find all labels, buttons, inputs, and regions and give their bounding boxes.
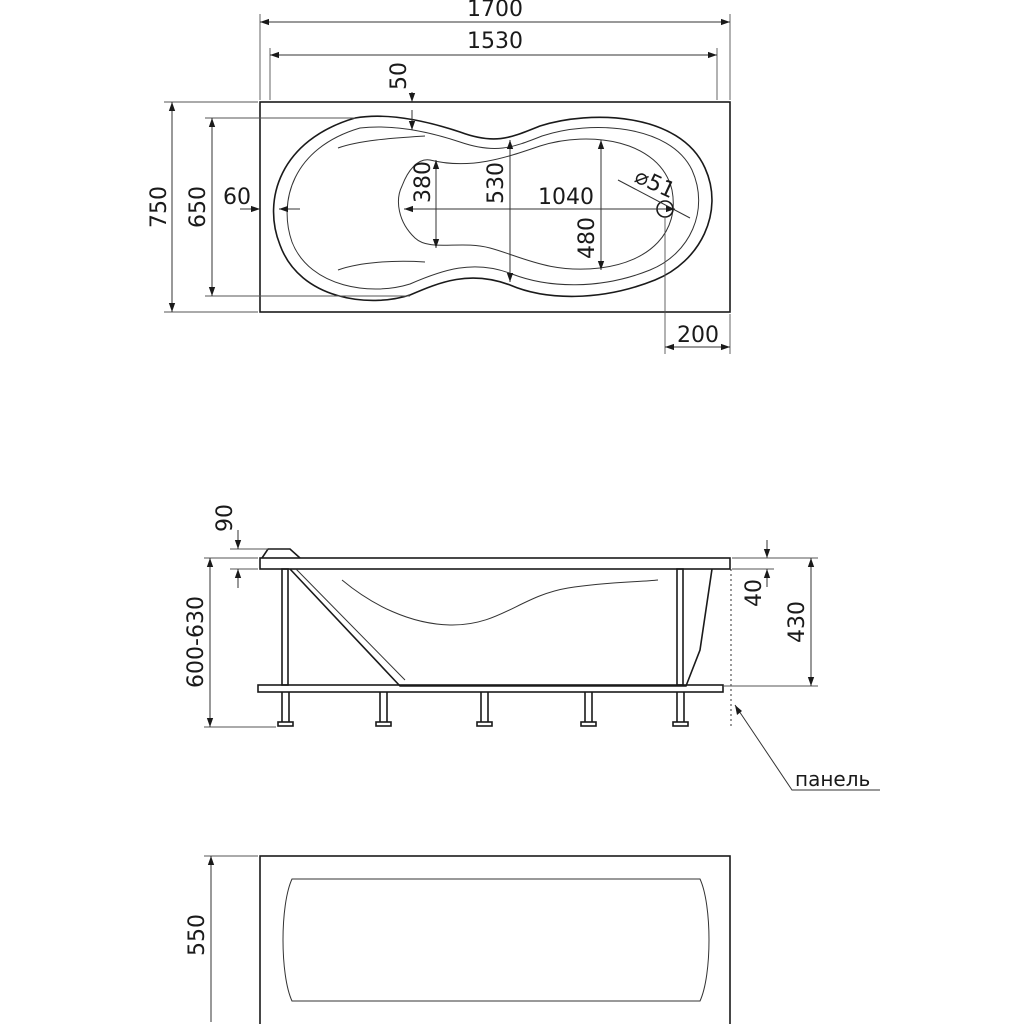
end-view-outline (259, 855, 731, 1024)
top-view: 1700 1530 750 650 60 50 380 530 1040 (147, 0, 731, 354)
top-view-inner-rim (286, 126, 700, 290)
dim-foot-width: 480 (575, 217, 600, 259)
end-view-inner-bowl (282, 878, 710, 1002)
dim-rim-height: 90 (213, 504, 238, 532)
frame-post-left (281, 568, 289, 686)
top-view-headrest-line-top (337, 135, 426, 149)
dim-drain-diameter: ⌀51 (631, 164, 679, 204)
panel-label: панель (795, 767, 870, 791)
dim-inner-length: 1530 (467, 29, 523, 54)
dim-waist-width: 530 (484, 162, 509, 204)
dim-overall-width: 750 (147, 186, 172, 228)
dim-total-height: 600-630 (184, 596, 209, 688)
dim-rim-offset-top: 50 (387, 62, 412, 90)
side-view: панель 90 600-630 40 430 (184, 504, 880, 791)
dim-headrest-width: 380 (411, 161, 436, 203)
top-view-outline (259, 101, 731, 313)
side-view-rim (259, 557, 731, 570)
legs (277, 692, 689, 727)
side-view-tub-body (289, 568, 713, 687)
panel-leader (734, 704, 880, 791)
dim-bottom-width: 550 (185, 914, 210, 956)
side-view-frame-rail (257, 684, 724, 693)
dim-lip-height: 40 (742, 579, 767, 607)
top-view-headrest-line-bottom (337, 260, 426, 271)
end-view: 550 (185, 855, 731, 1024)
top-view-rim-outline (272, 115, 713, 302)
dim-drain-offset: 200 (677, 323, 719, 348)
dim-rim-offset-side: 60 (223, 185, 251, 210)
frame-post-right (676, 568, 684, 686)
top-view-inner-bowl (398, 138, 674, 270)
side-view-inner-contour (341, 579, 659, 626)
dim-depth: 430 (785, 601, 810, 643)
dim-bowl-length: 1040 (538, 185, 594, 210)
dim-overall-length: 1700 (467, 0, 523, 22)
dim-inner-width: 650 (186, 186, 211, 228)
